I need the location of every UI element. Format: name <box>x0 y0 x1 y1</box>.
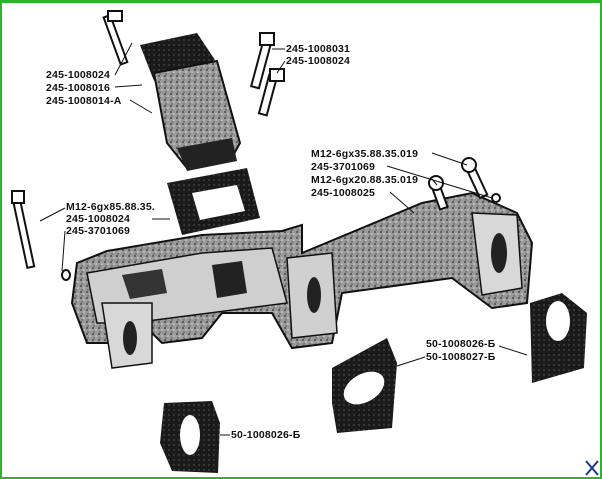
label-part: 245-1008024 <box>46 69 111 81</box>
exhaust-manifold-drawing <box>11 10 599 476</box>
corner-tools-icon <box>585 460 599 476</box>
label-part: 245-3701069 <box>66 225 131 237</box>
label-part: M12-6gx85.88.35. <box>66 201 156 213</box>
bolt-top-right-1 <box>249 32 275 90</box>
label-part: 50-1008026-Б <box>426 338 496 350</box>
label-part: 245-1008024 <box>66 213 131 225</box>
bolt-top-left <box>102 10 129 66</box>
label-part: M12-6gx35.88.35.019 <box>311 148 419 160</box>
label-part: 245-1008025 <box>311 187 376 199</box>
gasket-right <box>530 293 587 383</box>
label-part: 245-1008016 <box>46 82 111 94</box>
label-part: M12-6gx20.88.35.019 <box>311 174 419 186</box>
label-part: 245-1008014-А <box>46 95 122 107</box>
elbow-pipe-part <box>140 33 242 171</box>
label-part: 245-3701069 <box>311 161 376 173</box>
label-part: 50-1008026-Б <box>231 429 301 441</box>
gasket-top <box>167 168 260 235</box>
gasket-middle <box>332 338 397 433</box>
label-part: 245-1008024 <box>286 55 351 67</box>
gasket-bottom <box>160 401 220 473</box>
manifold-body <box>70 191 534 369</box>
bolt-left-long <box>11 190 71 281</box>
bolt-top-right-2 <box>257 68 285 117</box>
leader-lines <box>39 42 528 436</box>
label-part: 50-1008027-Б <box>426 351 496 363</box>
label-part: 245-1008031 <box>286 43 351 55</box>
